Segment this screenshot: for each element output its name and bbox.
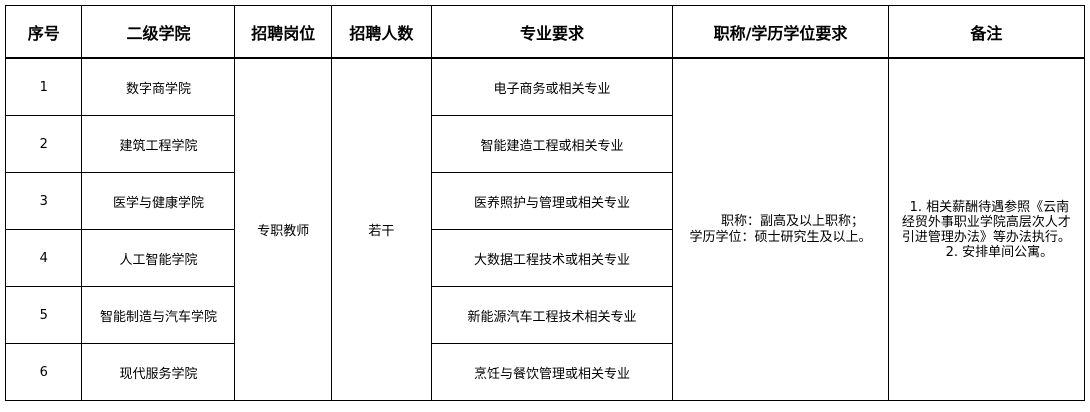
table-header-row: 序号 二级学院 招聘岗位 招聘人数 专业要求 职称/学历学位要求 备注 [4, 5, 1086, 59]
header-major: 专业要求 [430, 5, 674, 59]
major-requirement: 新能源汽车工程技术相关专业 [430, 286, 674, 344]
table-row: 1 数字商学院 专职教师 若干 电子商务或相关专业 职称：副高及以上职称； 学历… [4, 57, 1086, 401]
row-number: 2 [4, 115, 83, 173]
note-line: 经贸外事职业学院高层次人才 [901, 214, 1071, 230]
major-requirement: 智能建造工程或相关专业 [430, 115, 674, 173]
college-name: 现代服务学院 [81, 343, 236, 401]
header-post: 招聘岗位 [234, 5, 333, 59]
recruitment-table: 序号 二级学院 招聘岗位 招聘人数 专业要求 职称/学历学位要求 备注 1 数字… [4, 5, 1086, 401]
header-count: 招聘人数 [331, 5, 432, 59]
header-no: 序号 [4, 5, 83, 59]
college-name: 数字商学院 [81, 57, 236, 116]
college-name: 智能制造与汽车学院 [81, 286, 236, 344]
major-requirement: 电子商务或相关专业 [430, 57, 674, 116]
title-requirement-cell: 职称：副高及以上职称； 学历学位：硕士研究生及以上。 [672, 57, 889, 401]
note-line: 引进管理办法》等办法执行。 [901, 229, 1071, 245]
header-title-requirement: 职称/学历学位要求 [672, 5, 889, 59]
table-row: 5 智能制造与汽车学院 新能源汽车工程技术相关专业 [4, 286, 1085, 344]
college-name: 建筑工程学院 [81, 115, 236, 173]
row-number: 6 [4, 343, 83, 401]
title-requirement-line: 职称：副高及以上职称； [720, 213, 864, 229]
header-college: 二级学院 [81, 5, 236, 59]
college-name: 人工智能学院 [81, 229, 236, 287]
count-cell: 若干 [331, 57, 432, 401]
note-cell: 1. 相关薪酬待遇参照《云南 经贸外事职业学院高层次人才 引进管理办法》等办法执… [887, 57, 1086, 401]
major-requirement: 烹饪与餐饮管理或相关专业 [430, 343, 674, 401]
degree-requirement-line: 学历学位：硕士研究生及以上。 [689, 229, 872, 245]
post-cell: 专职教师 [234, 57, 333, 401]
note-line: 1. 相关薪酬待遇参照《云南 [909, 199, 1070, 215]
header-note: 备注 [887, 5, 1086, 59]
table-row: 6 现代服务学院 烹饪与餐饮管理或相关专业 [4, 343, 1085, 401]
row-number: 4 [4, 229, 83, 287]
major-requirement: 医养照护与管理或相关专业 [430, 172, 674, 230]
note-line: 2. 安排单间公寓。 [945, 244, 1054, 260]
row-number: 1 [4, 57, 83, 116]
college-name: 医学与健康学院 [81, 172, 236, 230]
major-requirement: 大数据工程技术或相关专业 [430, 229, 674, 287]
row-number: 3 [4, 172, 83, 230]
row-number: 5 [4, 286, 83, 344]
table-row: 3 医学与健康学院 医养照护与管理或相关专业 [4, 172, 1085, 230]
table-row: 2 建筑工程学院 智能建造工程或相关专业 [4, 115, 1085, 173]
